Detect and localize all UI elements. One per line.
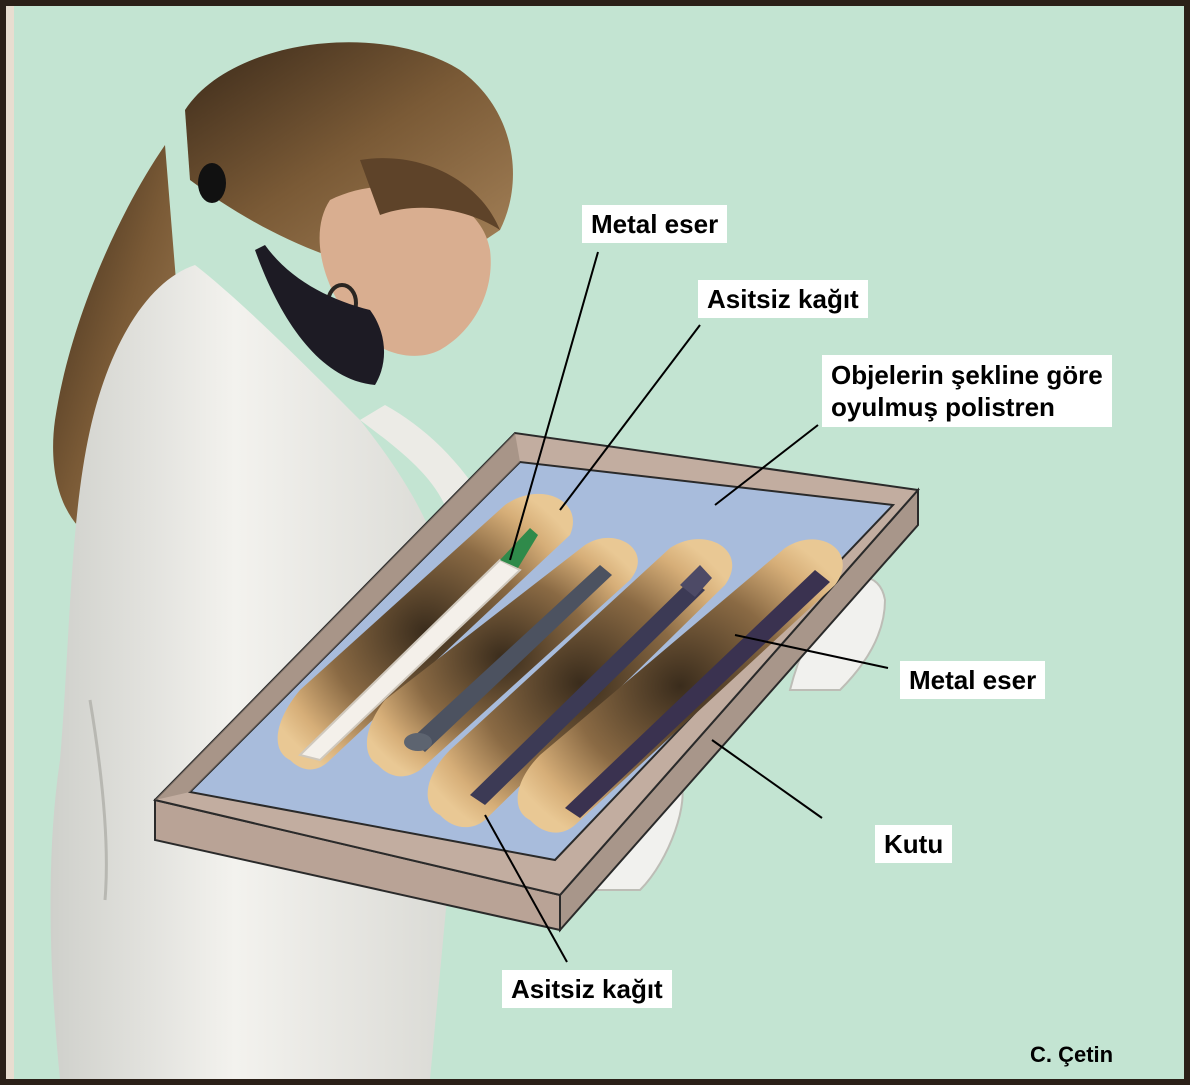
label-asitsiz-kagit-top: Asitsiz kağıt [698, 280, 868, 318]
label-kutu: Kutu [875, 825, 952, 863]
label-polistren-line1: Objelerin şekline göre [831, 359, 1103, 391]
label-polistren-line2: oyulmuş polistren [831, 391, 1103, 423]
label-metal-eser-right: Metal eser [900, 661, 1045, 699]
hair-tie [198, 163, 226, 203]
label-polistren: Objelerin şekline göre oyulmuş polistren [822, 355, 1112, 427]
artefact-pommel [404, 733, 432, 751]
label-asitsiz-kagit-bottom: Asitsiz kağıt [502, 970, 672, 1008]
credit-label: C. Çetin [1030, 1040, 1113, 1070]
label-metal-eser-top: Metal eser [582, 205, 727, 243]
